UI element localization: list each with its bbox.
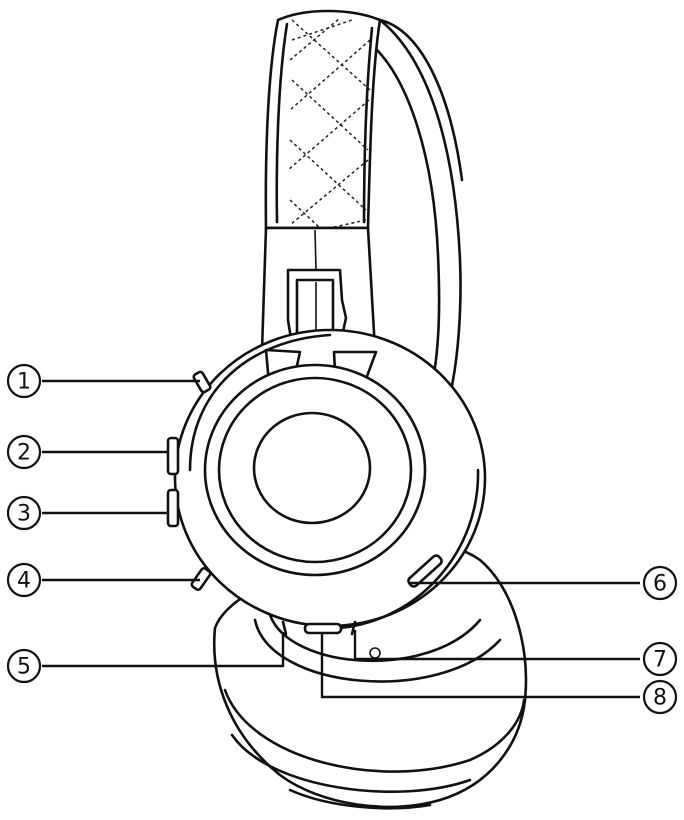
callout-6-label: 6 [653,572,667,597]
callout-1: 1 [6,363,42,399]
usb-port-8[interactable] [303,622,343,635]
callout-3: 3 [6,495,42,531]
button-3[interactable] [166,488,180,528]
callout-7: 7 [642,641,678,677]
callout-2: 2 [6,434,42,470]
button-4[interactable] [190,566,212,592]
ear-cup [166,328,487,636]
switch-6[interactable] [407,554,443,588]
callout-8: 8 [642,679,678,715]
button-2[interactable] [166,436,180,476]
callout-7-label: 7 [653,648,667,673]
callout-5: 5 [6,648,42,684]
button-1[interactable] [192,370,212,394]
callout-lines [42,379,640,699]
headband [264,9,464,397]
callout-5-label: 5 [17,655,31,680]
callout-8-label: 8 [653,686,667,711]
callout-4-label: 4 [17,569,31,594]
callout-1-label: 1 [17,370,31,395]
callout-3-label: 3 [17,502,31,527]
callout-4: 4 [6,562,42,598]
callout-2-label: 2 [17,441,31,466]
callout-6: 6 [642,565,678,601]
